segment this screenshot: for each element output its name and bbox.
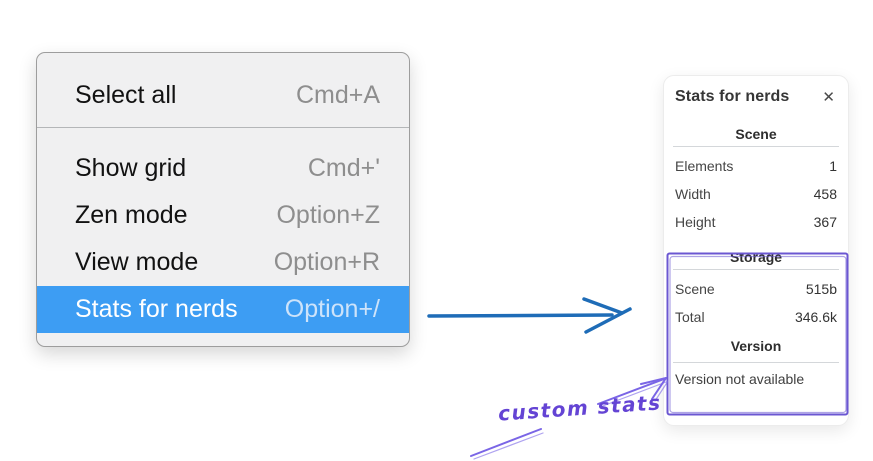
- stat-label: Height: [675, 214, 716, 230]
- stat-value: 515b: [805, 281, 837, 297]
- section-heading-storage: Storage: [729, 249, 783, 265]
- menu-item-show-grid[interactable]: Show grid Cmd+': [37, 145, 409, 192]
- menu-item-shortcut: Option+R: [273, 248, 380, 276]
- menu-item-select-all[interactable]: Select all Cmd+A: [37, 63, 409, 127]
- stat-value: 458: [813, 186, 837, 202]
- menu-group-spacer: [37, 128, 409, 145]
- storage-rows: Scene 515b Total 346.6k: [673, 270, 839, 331]
- stat-row-scene-storage: Scene 515b: [673, 275, 839, 303]
- menu-item-label: Select all: [75, 80, 177, 109]
- stat-value: 367: [813, 214, 837, 230]
- stat-label: Scene: [675, 281, 715, 297]
- version-note: Version not available: [675, 371, 805, 387]
- stats-for-nerds-panel: Stats for nerds ✕ Scene Elements 1 Width…: [663, 75, 849, 426]
- stat-value: 346.6k: [794, 309, 837, 325]
- stat-label: Width: [675, 186, 711, 202]
- menu-item-label: View mode: [75, 248, 199, 276]
- section-divider: [673, 362, 839, 363]
- section-heading-version: Version: [730, 338, 782, 354]
- context-menu: Select all Cmd+A Show grid Cmd+' Zen mod…: [36, 52, 410, 347]
- menu-item-shortcut: Option+/: [284, 295, 380, 323]
- menu-item-shortcut: Cmd+': [307, 154, 380, 182]
- stat-row-elements: Elements 1: [673, 152, 839, 180]
- custom-stats-label: custom stats: [497, 390, 663, 426]
- stat-label: Elements: [675, 158, 734, 174]
- menu-item-label: Zen mode: [75, 201, 188, 229]
- stat-row-width: Width 458: [673, 180, 839, 208]
- stat-row-height: Height 367: [673, 208, 839, 236]
- menu-divider: [37, 127, 409, 128]
- menu-item-zen-mode[interactable]: Zen mode Option+Z: [37, 192, 409, 239]
- stat-value: 1: [829, 158, 837, 174]
- menu-item-stats-for-nerds[interactable]: Stats for nerds Option+/: [37, 286, 409, 333]
- stats-panel-title: Stats for nerds: [675, 88, 790, 105]
- menu-item-label: Show grid: [75, 154, 187, 182]
- menu-item-view-mode[interactable]: View mode Option+R: [37, 239, 409, 286]
- close-icon[interactable]: ✕: [822, 88, 835, 106]
- stat-label: Total: [675, 309, 705, 325]
- section-heading-scene: Scene: [735, 126, 777, 142]
- stat-row-total-storage: Total 346.6k: [673, 303, 839, 331]
- menu-item-shortcut: Cmd+A: [295, 80, 380, 109]
- menu-item-label: Stats for nerds: [75, 295, 238, 323]
- menu-item-shortcut: Option+Z: [276, 201, 380, 229]
- stats-panel-header: Stats for nerds ✕: [673, 88, 839, 106]
- section-divider: [673, 146, 839, 147]
- menu-to-panel-arrow: [427, 297, 632, 334]
- scene-rows: Elements 1 Width 458 Height 367: [673, 147, 839, 236]
